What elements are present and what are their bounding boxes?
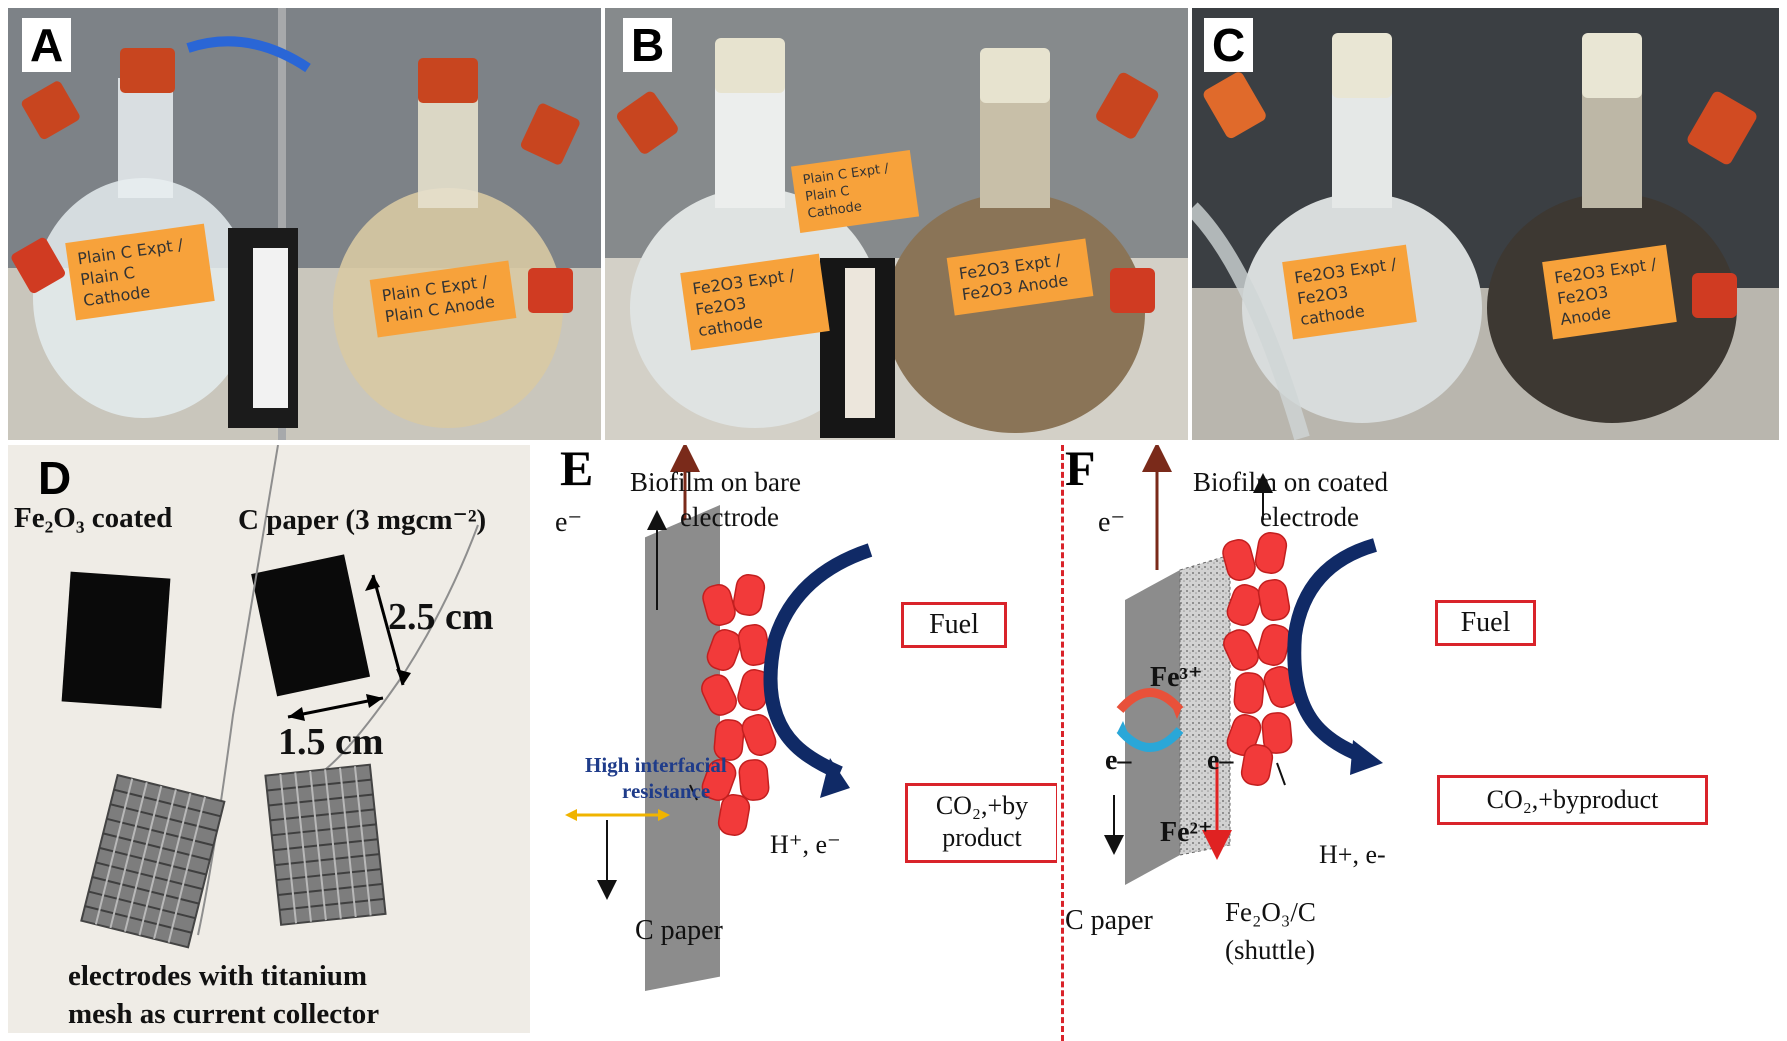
c-paper-label: C paper (3 mgcm⁻²) bbox=[238, 504, 487, 536]
biofilm-cells bbox=[701, 574, 777, 836]
photo-d-illustration bbox=[8, 445, 530, 1033]
fe2-label: Fe²⁺ bbox=[1160, 817, 1213, 848]
photo-panel-b: B Fe2O3 Expt / Fe2O3 cathode Fe2O3 Expt … bbox=[605, 8, 1188, 440]
photo-a-illustration bbox=[8, 8, 601, 440]
titanium-mesh-left bbox=[80, 773, 226, 949]
biofilm-cells-coated bbox=[1222, 532, 1299, 786]
panel-e-product-box: CO₂,+by product bbox=[905, 783, 1057, 863]
panel-e-electron-label: e⁻ bbox=[555, 507, 583, 538]
shuttle-line1: Fe₂O₃/C bbox=[1225, 897, 1316, 927]
biofilm-coated-line2: electrode bbox=[1260, 502, 1359, 532]
fe2o3-coating-layer bbox=[1179, 554, 1231, 856]
panel-f-electrode-label: C paper bbox=[1065, 905, 1153, 936]
product-line2: product bbox=[942, 823, 1022, 852]
diagram-panel-f: F Biofilm on coated electrode e⁻ Fuel CO… bbox=[1065, 445, 1787, 1041]
mesh-caption-line1: electrodes with titanium bbox=[68, 960, 368, 992]
dimension-width-label: 1.5 cm bbox=[278, 721, 384, 763]
diagram-panel-e: E Biofilm on bare electrode e⁻ Fuel CO₂,… bbox=[535, 445, 1057, 1041]
fe3-label: Fe³⁺ bbox=[1150, 662, 1203, 693]
panel-f-fuel-box: Fuel bbox=[1435, 600, 1536, 646]
panel-d-tag: D bbox=[30, 451, 80, 505]
panel-e-electrode-label: C paper bbox=[635, 915, 723, 946]
mesh-caption-line2: mesh as current collector bbox=[68, 998, 380, 1030]
electron-left-label: e– bbox=[1105, 745, 1132, 776]
panel-e-protons-label: H⁺, e⁻ bbox=[770, 830, 841, 859]
resistance-line2: resistance bbox=[622, 779, 711, 803]
panel-f-product-box: CO₂,+byproduct bbox=[1437, 775, 1708, 825]
biofilm-bare-line2: electrode bbox=[680, 502, 779, 532]
panel-a-tag: A bbox=[22, 18, 72, 72]
panel-e-tag: E bbox=[560, 445, 594, 496]
biofilm-coated-line1: Biofilm on coated bbox=[1193, 467, 1388, 497]
photo-panel-d: D Fe₂O₃ coated C paper (3 mgcm⁻²) 2.5 cm… bbox=[8, 445, 530, 1033]
panel-f-protons-label: H+, e- bbox=[1319, 840, 1386, 869]
panel-b-tag: B bbox=[623, 18, 673, 72]
photo-c-illustration bbox=[1192, 8, 1779, 440]
photo-panel-a: A Plain C Expt / Plain C Cathode Plain C… bbox=[8, 8, 601, 440]
carbon-paper-electrode-coated bbox=[1125, 570, 1180, 885]
panel-f-electron-label: e⁻ bbox=[1098, 507, 1126, 538]
biofilm-bare-line1: Biofilm on bare bbox=[630, 467, 801, 497]
resistance-line1: High interfacial bbox=[585, 753, 727, 777]
carbon-paper-electrode bbox=[645, 505, 720, 991]
diagram-e-drawing bbox=[565, 445, 873, 991]
panel-c-tag: C bbox=[1204, 18, 1254, 72]
photo-panel-c: C Fe2O3 Expt / Fe2O3 cathode Fe2O3 Expt … bbox=[1192, 8, 1779, 440]
electron-right-label: e– bbox=[1207, 745, 1234, 776]
fe2o3-coated-label: Fe₂O₃ coated bbox=[14, 502, 173, 534]
titanium-mesh-right bbox=[264, 763, 387, 926]
diagram-f-drawing bbox=[1104, 445, 1383, 885]
panel-divider bbox=[1061, 445, 1064, 1041]
panel-f-tag: F bbox=[1065, 445, 1096, 496]
panel-e-fuel-box: Fuel bbox=[901, 602, 1007, 648]
photo-b-illustration bbox=[605, 8, 1188, 440]
dimension-height-label: 2.5 cm bbox=[388, 596, 494, 638]
shuttle-line2: (shuttle) bbox=[1225, 935, 1315, 965]
product-line1: CO₂,+by bbox=[935, 791, 1029, 820]
